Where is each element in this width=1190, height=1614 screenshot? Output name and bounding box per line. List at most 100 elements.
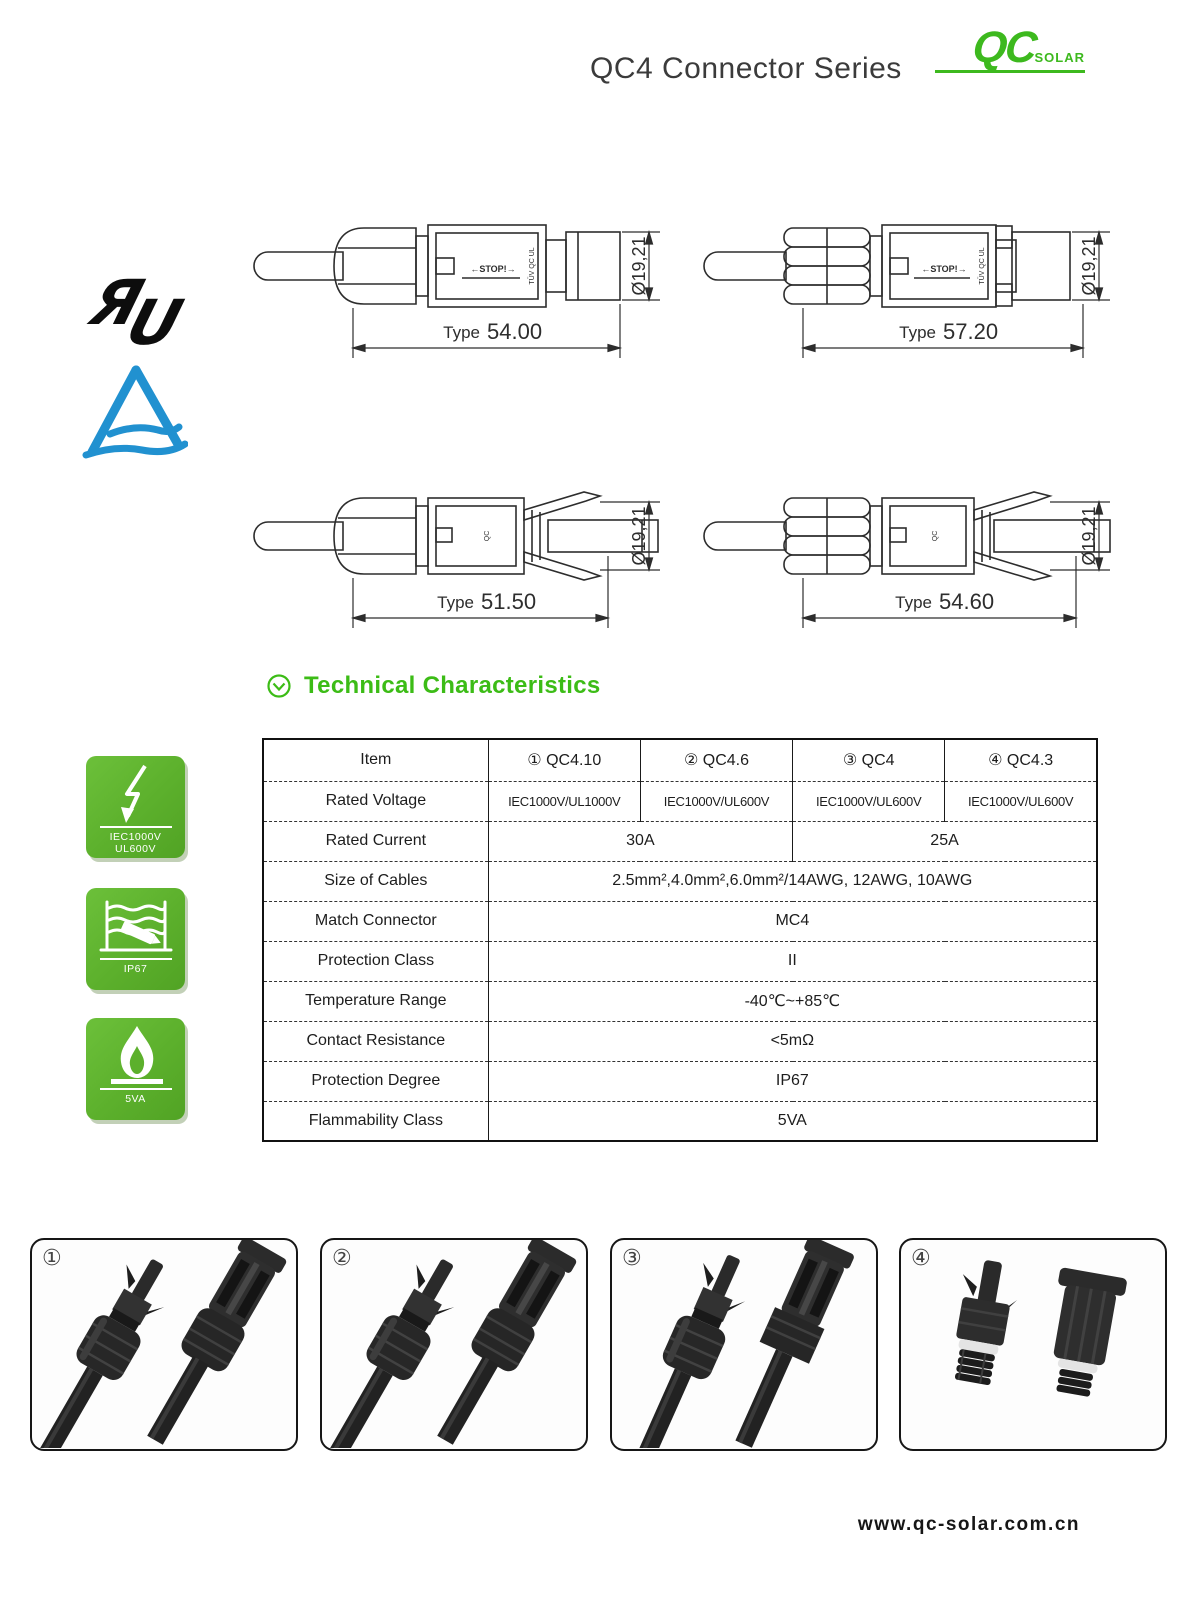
temperature-range-value: -40℃~+85℃ [488, 980, 1097, 1021]
row-label: Size of Cables [263, 860, 489, 901]
svg-text:54.00: 54.00 [487, 319, 542, 344]
ul-recognized-mark-icon: Я U [75, 266, 195, 359]
svg-text:Ø19,21: Ø19,21 [629, 506, 649, 565]
side-marking: QC [484, 531, 491, 542]
diameter-dimension: Ø19,21 [600, 499, 660, 573]
stop-label: ←STOP!→ [470, 264, 515, 274]
svg-text:Ø19,21: Ø19,21 [629, 236, 649, 295]
table-row: Temperature Range -40℃~+85℃ [263, 980, 1097, 1021]
photo-number: ① [42, 1246, 62, 1271]
side-marking: QC [932, 531, 939, 542]
col-header-item: Item [263, 739, 489, 781]
connector-pair-photo [635, 1240, 854, 1449]
circled-chevron-icon [267, 674, 291, 698]
submersion-icon [99, 900, 172, 952]
row-label: Rated Voltage [263, 780, 489, 821]
badge-divider [99, 958, 172, 960]
tuv-triangle-icon [80, 360, 189, 467]
page-title: QC4 Connector Series [590, 52, 902, 85]
diameter-dimension: Ø19,21 [1072, 229, 1110, 303]
length-dimension: Type 57.20 [800, 304, 1086, 358]
svg-text:54.60: 54.60 [939, 589, 994, 614]
photo-number: ④ [911, 1246, 931, 1271]
table-row: Size of Cables 2.5mm²,4.0mm²,6.0mm²/14AW… [263, 860, 1097, 901]
row-label: Temperature Range [263, 980, 489, 1021]
brand-logo-underline [935, 70, 1085, 73]
col-header-qc4-3: ④ QC4.3 [944, 739, 1097, 781]
svg-text:Ø19,21: Ø19,21 [1079, 236, 1099, 295]
rated-voltage-qc4-3: IEC1000V/UL600V [944, 780, 1097, 821]
connector-pair-photo [329, 1240, 577, 1449]
rated-voltage-qc4-6: IEC1000V/UL600V [639, 780, 793, 821]
side-marking: TÜV QC UL [978, 247, 986, 284]
protection-class-value: II [488, 940, 1097, 981]
badge-ip67: IP67 [86, 888, 185, 990]
flame-icon [110, 1026, 163, 1084]
product-photo-2: ② [320, 1238, 588, 1451]
col-header-qc4-10: ① QC4.10 [527, 752, 602, 770]
length-dimension: Type 54.00 [350, 304, 623, 358]
row-label: Match Connector [263, 900, 489, 941]
col-header-qc4-6: ② QC4.6 [639, 739, 793, 781]
rated-voltage-qc4-10: IEC1000V/UL1000V [488, 780, 641, 821]
product-photo-3: ③ [610, 1238, 878, 1451]
website-url: www.qc-solar.com.cn [857, 1514, 1080, 1535]
stop-label: ←STOP!→ [921, 264, 966, 274]
protection-degree-value: IP67 [488, 1060, 1097, 1101]
side-marking: TÜV QC UL [528, 247, 536, 284]
svg-text:Type: Type [899, 323, 936, 342]
row-label: Rated Current [263, 820, 489, 861]
drawing-type-54-00: ←STOP!→ TÜV QC UL Type 54.00 Ø19,21 [248, 180, 668, 370]
drawing-type-51-50: QC Type 51.50 Ø19,21 [248, 450, 668, 640]
rated-current-left: 30A [488, 820, 793, 861]
match-connector-value: MC4 [488, 900, 1097, 941]
brand-logo-text: QC [969, 23, 1038, 72]
table-row: Flammability Class 5VA [263, 1100, 1097, 1141]
flammability-class-value: 5VA [488, 1100, 1097, 1141]
svg-text:Ø19,21: Ø19,21 [1079, 506, 1099, 565]
photo-number: ③ [622, 1246, 642, 1271]
svg-text:Type: Type [437, 593, 474, 612]
drawing-type-57-20: ←STOP!→ TÜV QC UL Type 57.20 Ø19,21 [698, 180, 1118, 370]
svg-text:Type: Type [443, 323, 480, 342]
svg-text:51.50: 51.50 [481, 589, 536, 614]
badge-divider [99, 826, 172, 828]
rated-current-right: 25A [792, 820, 1097, 861]
length-dimension: Type 51.50 [350, 556, 611, 628]
section-title: Technical Characteristics [304, 672, 601, 699]
table-row: Protection Class II [263, 940, 1097, 981]
length-dimension: Type 54.60 [800, 556, 1079, 628]
table-row: Protection Degree IP67 [263, 1060, 1097, 1101]
brand-logo: QCSOLAR [935, 23, 1085, 73]
table-header-row: Item ① QC4.10 ② QC4.6 ③ QC4 ④ QC4.3 [263, 739, 1097, 781]
row-label: Contact Resistance [263, 1020, 489, 1061]
product-photo-1: ① [30, 1238, 298, 1451]
size-of-cables-value: 2.5mm²,4.0mm²,6.0mm²/14AWG, 12AWG, 10AWG [488, 860, 1097, 901]
table-row: Contact Resistance <5mΩ [263, 1020, 1097, 1061]
row-label: Flammability Class [263, 1100, 489, 1141]
col-header-qc4: ③ QC4 [792, 739, 945, 781]
row-label: Protection Class [263, 940, 489, 981]
drawing-type-54-60: QC Type 54.60 Ø19,21 [698, 450, 1118, 640]
svg-text:Type: Type [895, 593, 932, 612]
photo-number: ② [332, 1246, 352, 1271]
connector-pair-photo [954, 1260, 1127, 1397]
product-photo-4: ④ [899, 1238, 1167, 1451]
badge-label: IEC1000V UL600V [109, 831, 162, 855]
svg-text:57.20: 57.20 [943, 319, 998, 344]
rated-voltage-qc4: IEC1000V/UL600V [792, 780, 945, 821]
table-row: Match Connector MC4 [263, 900, 1097, 941]
diameter-dimension: Ø19,21 [1050, 499, 1110, 573]
badge-divider [99, 1088, 172, 1090]
badge-label: 5VA [125, 1093, 146, 1105]
table-row: Rated Voltage IEC1000V/UL1000V IEC1000V/… [263, 780, 1097, 821]
row-label: Protection Degree [263, 1060, 489, 1101]
table-row: Rated Current 30A 25A [263, 820, 1097, 861]
diameter-dimension: Ø19,21 [622, 229, 660, 303]
badge-label: IP67 [123, 963, 148, 975]
badge-flammability: 5VA [86, 1018, 185, 1120]
technical-characteristics-heading: Technical Characteristics [266, 672, 601, 700]
brand-logo-subtext: SOLAR [1034, 50, 1085, 65]
contact-resistance-value: <5mΩ [488, 1020, 1097, 1061]
